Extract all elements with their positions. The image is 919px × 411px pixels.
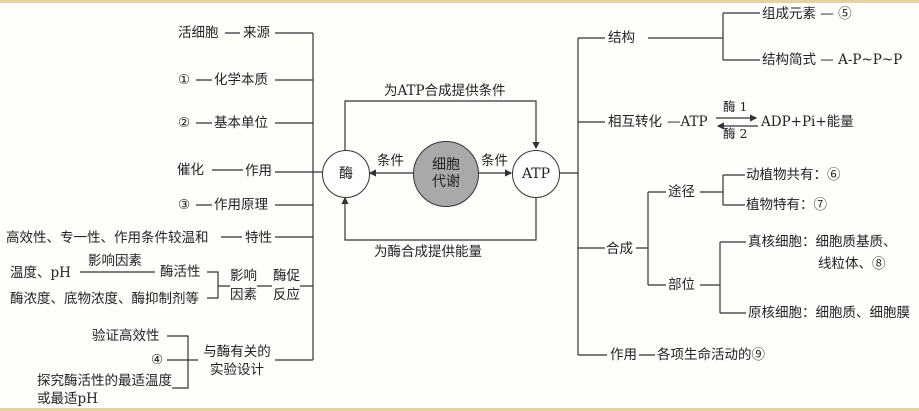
conversion-atp: —ATP — [667, 114, 708, 130]
blank-3: ③ — [178, 197, 191, 213]
condition-right-label: 条件 — [481, 153, 508, 169]
pathway-plant: 植物特有：⑦ — [746, 197, 827, 213]
experiment-optimum: 探究酶活性的最适温度或最适pH — [37, 373, 172, 407]
blank-1: ① — [178, 72, 191, 88]
bottom-border — [0, 408, 919, 411]
mechanism-label: 作用原理 — [214, 197, 268, 213]
cell-metabolism-node: 细胞代谢 — [413, 141, 479, 207]
atp-node: ATP — [512, 150, 560, 198]
enzymatic-reaction-label: 酶促反应 — [273, 268, 300, 303]
blank-4: ④ — [151, 352, 164, 368]
basic-unit-label: 基本单位 — [214, 115, 268, 131]
metabolism-label: 细胞代谢 — [432, 157, 460, 190]
enzyme-label: 酶 — [339, 165, 353, 182]
condition-left-label: 条件 — [377, 153, 404, 169]
atp-label: ATP — [521, 165, 551, 182]
site-label: 部位 — [668, 277, 695, 293]
eukaryote-site-cont: 线粒体、⑧ — [818, 256, 886, 272]
concentration-factors: 酶浓度、底物浓度、酶抑制剂等 — [10, 291, 199, 307]
role-label: 作用 — [610, 347, 637, 363]
source-value: 活细胞 — [178, 25, 219, 41]
enzyme-1-label: 酶 1 — [723, 99, 748, 114]
catalysis-value: 催化 — [177, 162, 204, 178]
function-label: 作用 — [245, 163, 272, 179]
features-value: 高效性、专一性、作用条件较温和 — [6, 230, 209, 246]
experiment-design-label: 与酶有关的实验设计 — [203, 344, 271, 378]
role-value: 各项生命活动的⑨ — [657, 347, 765, 363]
enzyme-node: 酶 — [322, 150, 370, 198]
prokaryote-site: 原核细胞：细胞质、细胞膜 — [748, 305, 910, 321]
blank-2: ② — [178, 115, 191, 131]
formula-item: 结构简式 — A-P~P~P — [762, 52, 903, 68]
influence-label: 影响因素 — [230, 268, 257, 303]
experiment-efficiency: 验证高效性 — [92, 328, 160, 344]
enzyme-2-label: 酶 2 — [723, 126, 748, 141]
atp-condition-label: 为ATP合成提供条件 — [384, 83, 506, 99]
conversion-label: 相互转化 — [608, 114, 662, 130]
features-label: 特性 — [245, 230, 272, 246]
structure-label: 结构 — [608, 30, 635, 46]
conversion-products: ADP+Pi+能量 — [761, 114, 854, 130]
source-label: 来源 — [243, 25, 270, 41]
top-border — [0, 0, 919, 3]
enzyme-activity-label: 酶活性 — [160, 264, 201, 280]
pathway-label: 途径 — [668, 184, 695, 200]
factor-label: 影响因素 — [88, 253, 142, 269]
pathway-common: 动植物共有：⑥ — [746, 167, 841, 183]
elements-item: 组成元素 — ⑤ — [762, 6, 852, 22]
eukaryote-site: 真核细胞：细胞质基质、 — [748, 234, 897, 250]
enzyme-energy-label: 为酶合成提供能量 — [374, 244, 482, 260]
chemical-nature-label: 化学本质 — [214, 72, 268, 88]
temperature-ph: 温度、pH — [10, 265, 71, 281]
synthesis-label: 合成 — [606, 241, 633, 257]
